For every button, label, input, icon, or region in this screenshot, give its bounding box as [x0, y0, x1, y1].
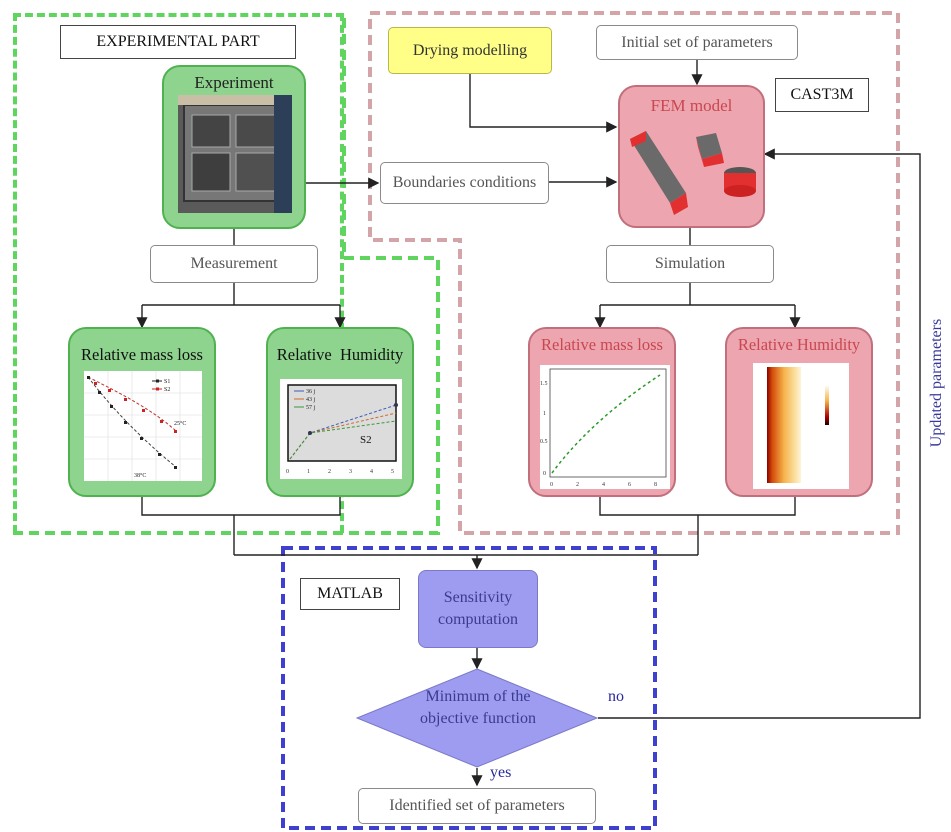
- exp-hum-xtick-1: 1: [307, 469, 310, 475]
- simulation-text: Simulation: [654, 255, 726, 272]
- identified-box: Identified set of parameters: [358, 788, 596, 824]
- experiment-photo: [178, 95, 292, 213]
- experimental-part-label: EXPERIMENTAL PART: [60, 25, 296, 59]
- exp-hum-legend-57: 57 j: [306, 405, 316, 411]
- no-label: no: [608, 688, 624, 705]
- exp-mass-annotation-25: 25°C: [174, 420, 186, 427]
- measurement-text: Measurement: [190, 255, 278, 272]
- drying-modelling-text: Drying modelling: [412, 41, 528, 59]
- sim-ytick-3: 1.5: [540, 381, 548, 387]
- sim-mass-loss-plot: 0 0.5 1 1.5 0 2 4 6 8: [540, 365, 670, 489]
- sim-xtick-2: 4: [602, 482, 605, 488]
- exp-mass-annotation-38: 38°C: [134, 472, 146, 479]
- exp-hum-xtick-5: 5: [391, 469, 394, 475]
- matlab-text: MATLAB: [317, 585, 383, 602]
- updated-parameters-text: Updated parameters: [928, 318, 945, 448]
- exp-mass-loss-plot: S1 S2 25°C 38°C: [84, 371, 202, 481]
- exp-hum-xtick-3: 3: [349, 469, 352, 475]
- initial-params-box: Initial set of parameters: [596, 25, 798, 60]
- exp-mass-legend-s1: S1: [164, 379, 170, 385]
- exp-hum-xtick-4: 4: [370, 469, 373, 475]
- sim-xtick-0: 0: [550, 482, 553, 488]
- exp-humidity-card: Relative Humidity 36 j 43 j 57 j S2 0 1 …: [266, 327, 414, 497]
- exp-humidity-title: Relative Humidity: [276, 345, 404, 364]
- exp-hum-xtick-2: 2: [328, 469, 331, 475]
- drying-modelling-box: Drying modelling: [388, 27, 552, 74]
- updated-parameters-label: Updated parameters: [918, 290, 951, 480]
- fem-model-title: FEM model: [650, 96, 733, 115]
- decision-text: Minimum of the objective function: [420, 688, 536, 727]
- exp-hum-legend-36: 36 j: [306, 389, 316, 395]
- simulation-box: Simulation: [606, 245, 774, 283]
- sim-humidity-plot: [753, 363, 849, 489]
- yes-label: yes: [490, 764, 512, 781]
- sim-ytick-2: 1: [543, 411, 546, 417]
- sensitivity-box: Sensitivity computation: [418, 570, 538, 648]
- experimental-frame: [13, 13, 344, 533]
- sensitivity-text: Sensitivity computation: [438, 589, 518, 628]
- sim-humidity-card: Relative Humidity: [725, 327, 873, 497]
- exp-mass-loss-title: Relative mass loss: [81, 345, 203, 364]
- boundaries-text: Boundaries conditions: [392, 174, 537, 191]
- sim-xtick-3: 6: [628, 482, 631, 488]
- exp-mass-legend-s2: S2: [164, 387, 170, 393]
- fem-model-geometry: [630, 131, 756, 215]
- experiment-card: Experiment: [162, 65, 306, 229]
- measurement-box: Measurement: [150, 245, 318, 283]
- sim-mass-loss-card: Relative mass loss 0 0.5 1 1.5 0 2 4 6 8: [528, 327, 676, 497]
- boundaries-box: Boundaries conditions: [380, 162, 549, 204]
- sim-mass-loss-title: Relative mass loss: [541, 335, 663, 354]
- cast3m-text: CAST3M: [790, 86, 854, 103]
- matlab-label: MATLAB: [300, 578, 400, 610]
- experiment-title: Experiment: [194, 73, 274, 92]
- exp-mass-loss-card: Relative mass loss S1 S2 25°C 38°C: [68, 327, 216, 497]
- sim-ytick-0: 0: [543, 471, 546, 477]
- exp-humidity-plot: 36 j 43 j 57 j S2 0 1 2 3 4 5: [280, 379, 402, 479]
- exp-hum-xtick-0: 0: [286, 469, 289, 475]
- exp-hum-annotation: S2: [360, 434, 372, 446]
- sim-ytick-1: 0.5: [540, 439, 548, 445]
- sim-humidity-title: Relative Humidity: [737, 335, 861, 354]
- identified-text: Identified set of parameters: [389, 797, 565, 814]
- experimental-part-text: EXPERIMENTAL PART: [96, 33, 260, 50]
- initial-params-text: Initial set of parameters: [621, 33, 773, 51]
- sim-xtick-1: 2: [576, 482, 579, 488]
- decision-diamond: [356, 668, 598, 768]
- fem-model-card: FEM model: [618, 85, 765, 228]
- sim-xtick-4: 8: [654, 482, 657, 488]
- cast3m-label: CAST3M: [775, 78, 869, 112]
- exp-hum-legend-43: 43 j: [306, 397, 316, 403]
